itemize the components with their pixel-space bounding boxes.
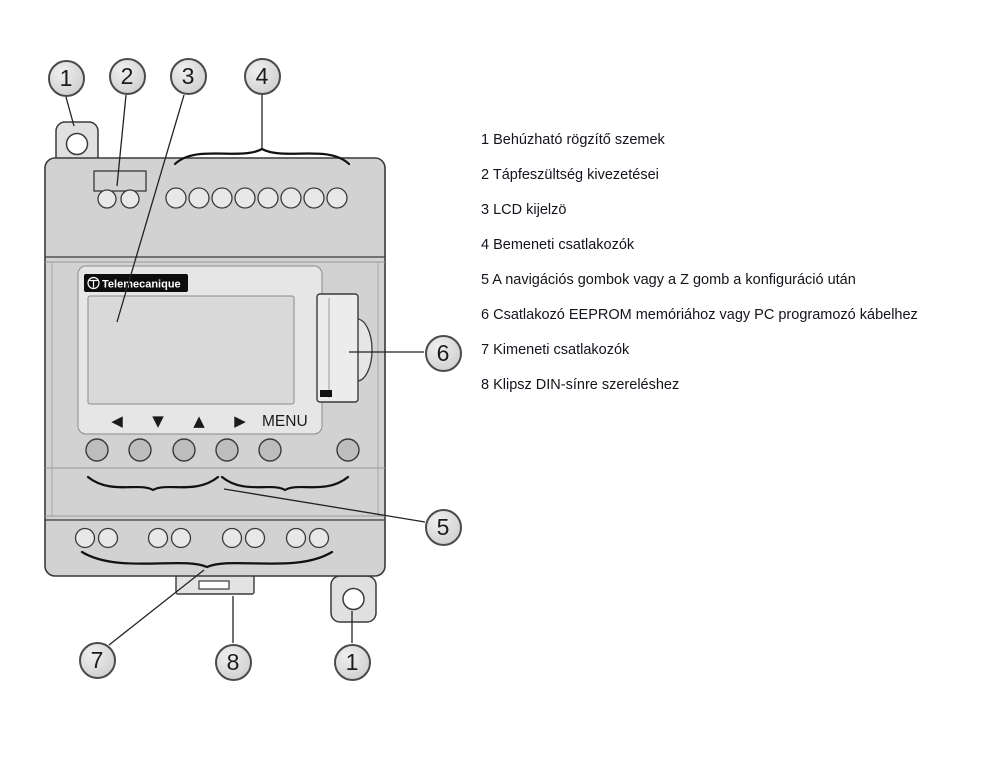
output-terminal bbox=[147, 527, 169, 549]
callout-8: 8 bbox=[214, 643, 252, 681]
nav-button bbox=[172, 438, 196, 462]
callout-5: 5 bbox=[424, 508, 462, 546]
mounting-ear-bottom-right bbox=[330, 575, 377, 623]
input-terminal bbox=[280, 187, 302, 209]
legend-item-5: 5 A navigációs gombok vagy a Z gomb a ko… bbox=[481, 272, 856, 288]
legend-item-3: 3 LCD kijelzö bbox=[481, 202, 567, 218]
output-terminal bbox=[170, 527, 192, 549]
nav-buttons bbox=[85, 438, 360, 462]
nav-button bbox=[128, 438, 152, 462]
output-terminal bbox=[74, 527, 96, 549]
legend-item-4: 4 Bemeneti csatlakozók bbox=[481, 237, 635, 253]
brand-logo: Telemecanique bbox=[84, 274, 188, 292]
connector-mark bbox=[320, 390, 332, 397]
power-terminals bbox=[93, 170, 147, 209]
callout-3: 3 bbox=[169, 57, 207, 95]
nav-symbols: ◀ ▼ ▲ ▶ bbox=[111, 412, 246, 430]
input-terminal bbox=[211, 187, 233, 209]
output-terminal bbox=[97, 527, 119, 549]
callout-line-2 bbox=[116, 94, 127, 187]
callout-line-1-top bbox=[65, 96, 75, 127]
output-terminal bbox=[244, 527, 266, 549]
callout-6: 6 bbox=[424, 334, 462, 372]
legend-item-2: 2 Tápfeszültség kivezetései bbox=[481, 167, 659, 183]
callout-line-3 bbox=[116, 94, 185, 323]
nav-button bbox=[215, 438, 239, 462]
mounting-ear-top-left bbox=[55, 121, 99, 169]
input-group-brace bbox=[173, 147, 351, 166]
eeprom-connector bbox=[316, 293, 373, 403]
menu-label: MENU bbox=[262, 413, 308, 430]
output-terminal bbox=[308, 527, 330, 549]
button-group-brace-left bbox=[86, 475, 220, 492]
lcd-display bbox=[87, 295, 295, 405]
output-group-brace bbox=[80, 550, 334, 569]
callout-lines bbox=[65, 94, 426, 646]
power-terminal bbox=[120, 189, 140, 209]
callout-1-top: 1 bbox=[47, 59, 85, 97]
callout-4: 4 bbox=[243, 57, 281, 95]
output-terminals bbox=[74, 527, 330, 549]
input-terminals bbox=[165, 187, 348, 209]
legend-item-1: 1 Behúzható rögzítő szemek bbox=[481, 132, 665, 148]
legend-item-7: 7 Kimeneti csatlakozók bbox=[481, 342, 630, 358]
callout-1-bottom: 1 bbox=[333, 643, 371, 681]
input-terminal bbox=[257, 187, 279, 209]
legend-item-8: 8 Klipsz DIN-sínre szereléshez bbox=[481, 377, 680, 393]
nav-up-icon: ▲ bbox=[193, 412, 205, 430]
nav-right-icon: ▶ bbox=[234, 412, 246, 430]
nav-button bbox=[85, 438, 109, 462]
mounting-hole-top bbox=[65, 132, 89, 156]
nav-down-icon: ▼ bbox=[152, 412, 164, 430]
output-terminal bbox=[221, 527, 243, 549]
input-terminal bbox=[188, 187, 210, 209]
input-terminal bbox=[165, 187, 187, 209]
brand-logo-icon bbox=[87, 276, 100, 290]
input-terminal bbox=[326, 187, 348, 209]
input-terminal bbox=[303, 187, 325, 209]
nav-left-icon: ◀ bbox=[111, 412, 123, 430]
legend-item-6: 6 Csatlakozó EEPROM memóriához vagy PC p… bbox=[481, 307, 918, 323]
callout-2: 2 bbox=[108, 57, 146, 95]
button-group-brace-right bbox=[220, 475, 350, 492]
power-terminal bbox=[97, 189, 117, 209]
callout-7: 7 bbox=[78, 641, 116, 679]
mounting-hole-bottom bbox=[342, 587, 365, 611]
legend: 1 Behúzható rögzítő szemek 2 Tápfeszülts… bbox=[481, 123, 918, 403]
nav-button bbox=[258, 438, 282, 462]
callout-line-5 bbox=[223, 488, 426, 523]
menu-button bbox=[336, 438, 360, 462]
din-clip bbox=[175, 573, 255, 595]
input-terminal bbox=[234, 187, 256, 209]
output-terminal bbox=[285, 527, 307, 549]
brand-label: Telemecanique bbox=[102, 279, 181, 291]
callout-line-7 bbox=[108, 569, 205, 646]
din-clip-slot bbox=[198, 580, 230, 590]
